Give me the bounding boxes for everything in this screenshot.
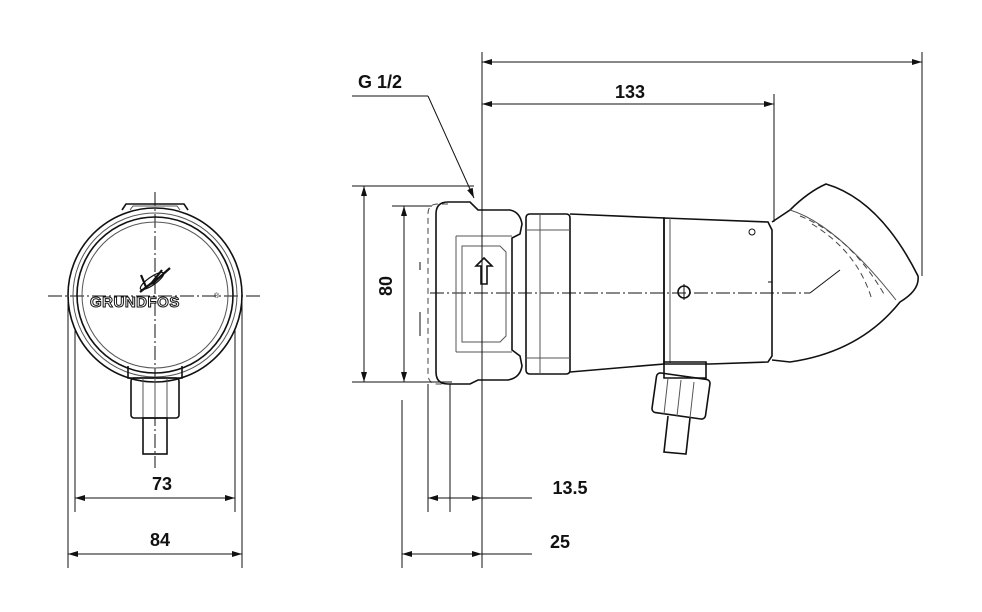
dim-label-133: 133 xyxy=(615,82,645,102)
side-cable xyxy=(663,415,691,455)
grundfos-logo: GRUNDFOS ® xyxy=(90,267,220,312)
dim-label-80: 80 xyxy=(376,276,396,296)
union-ring-outline xyxy=(525,213,571,375)
dim-label-25: 25 xyxy=(550,532,570,552)
front-view: GRUNDFOS ® 73 84 xyxy=(48,192,262,568)
thread-leader-arrow xyxy=(427,95,475,199)
side-connector-rib-2 xyxy=(676,379,682,417)
logo-registered-mark: ® xyxy=(214,292,220,300)
end-cap-outline xyxy=(771,183,919,363)
dim-label-73: 73 xyxy=(152,474,172,494)
side-connector-rib-1 xyxy=(663,377,669,415)
front-cover-face xyxy=(81,221,229,369)
nut-hidden-outline xyxy=(427,203,448,385)
dim-label-13-5: 13.5 xyxy=(552,478,587,498)
front-top-tab-inner xyxy=(129,205,181,211)
thread-nut xyxy=(419,201,523,385)
nut-outline xyxy=(435,201,523,385)
side-connector-rib-3 xyxy=(689,381,695,419)
nut-window xyxy=(461,245,507,343)
thread-label: G 1/2 xyxy=(358,72,402,92)
motor-body xyxy=(569,213,773,373)
front-cover-ring xyxy=(76,216,234,374)
front-cable-connector xyxy=(127,366,183,455)
side-view: 133 G 1/2 80 13.5 25 xyxy=(352,52,923,568)
flow-arrow-icon xyxy=(474,256,494,285)
logo-symbol-ring xyxy=(139,271,165,291)
end-cap-leader xyxy=(809,269,841,294)
end-cap-hidden-2 xyxy=(811,223,873,301)
dim-label-84: 84 xyxy=(150,530,170,550)
side-cable-connector xyxy=(651,361,711,455)
side-connector-body xyxy=(651,372,711,420)
logo-wordmark: GRUNDFOS xyxy=(90,294,180,311)
front-cable xyxy=(142,417,168,455)
end-cap-contour-1 xyxy=(789,209,897,301)
indicator-dot-icon xyxy=(748,228,756,236)
end-cap-hidden-1 xyxy=(799,215,885,295)
end-cap xyxy=(771,183,919,363)
motor-housing xyxy=(663,217,773,365)
union-ring xyxy=(525,213,571,375)
front-housing-inner-edge xyxy=(72,212,238,378)
logo-symbol-icon xyxy=(139,267,171,293)
front-top-tab xyxy=(121,203,189,211)
